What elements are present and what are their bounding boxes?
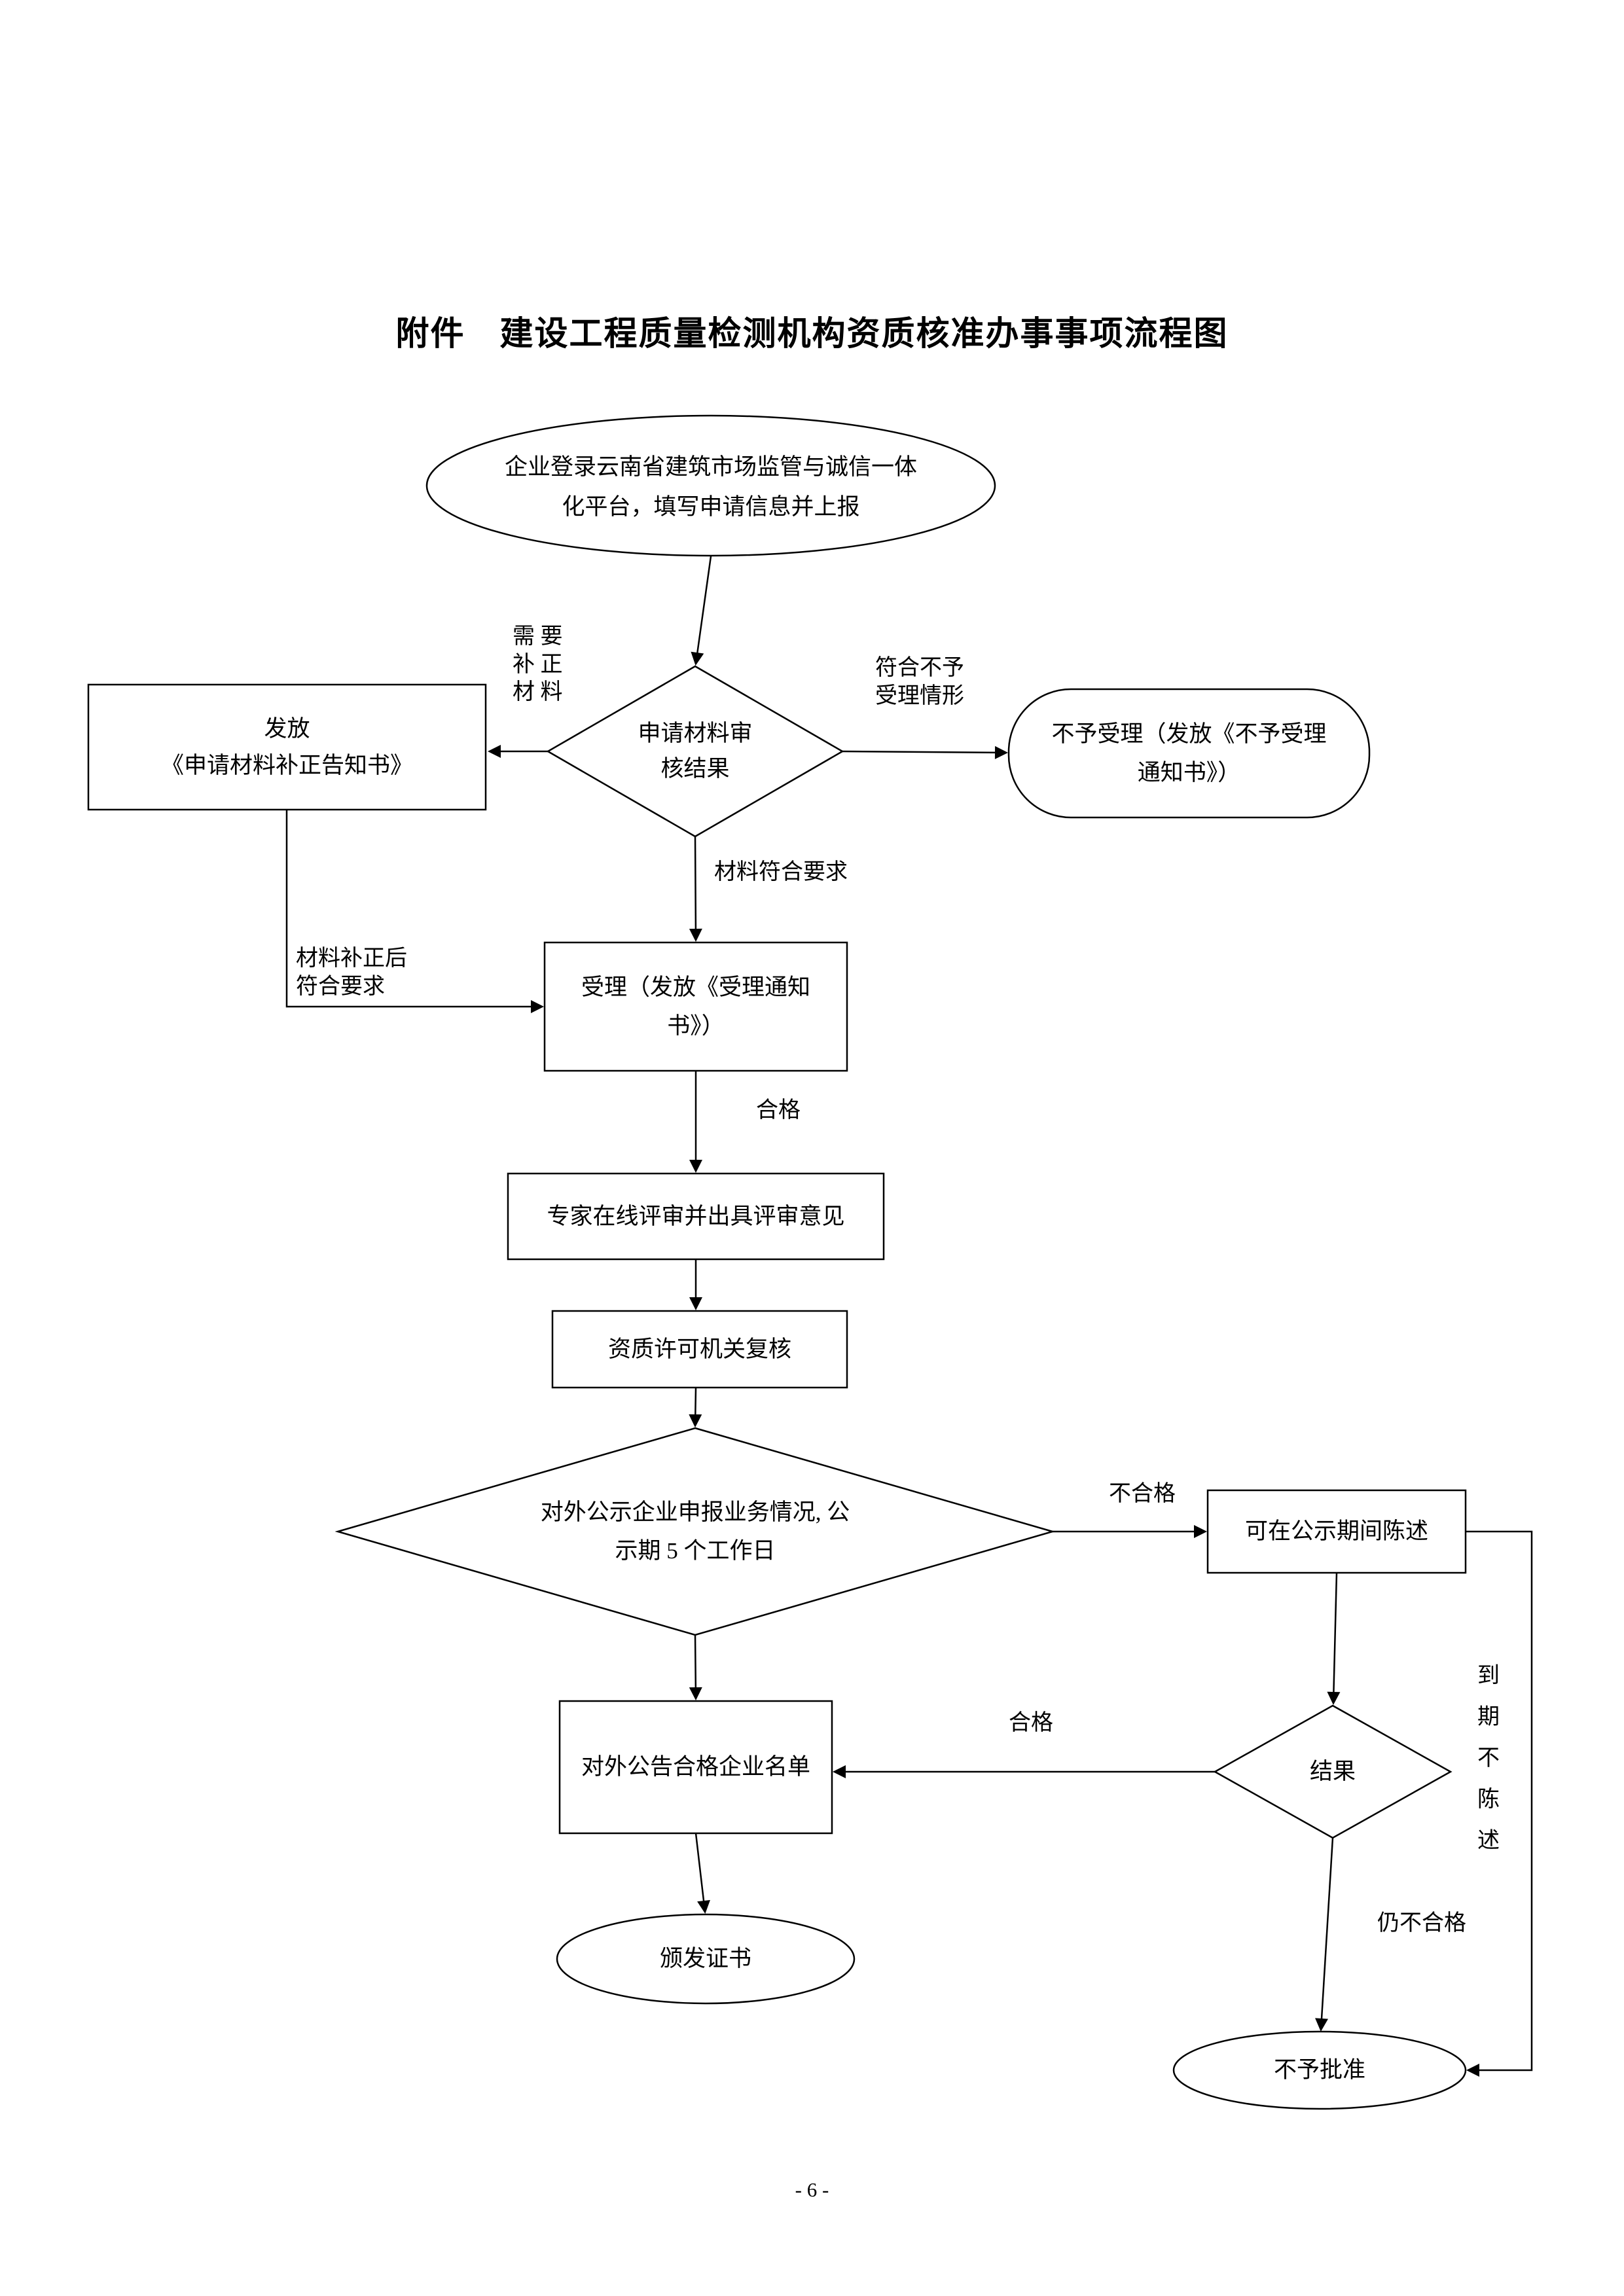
accept-node-shape	[543, 941, 848, 1072]
reject-node-shape	[1007, 688, 1371, 819]
correction-node-text: 发放 《申请材料补正告知书》	[160, 715, 413, 778]
recheck-node-text: 资质许可机关复核	[607, 1336, 791, 1362]
connector-result-to-disapprove	[1315, 1837, 1334, 2032]
announce-node-text: 对外公告合格企业名单	[581, 1754, 810, 1780]
result-node-shape	[1213, 1704, 1453, 1839]
label-unqualified: 不合格	[1109, 1482, 1176, 1506]
decision-node-text: 申请材料审 核结果	[638, 720, 753, 781]
connector-decision-to-accept	[689, 836, 702, 942]
connector-publicity-to-announce	[689, 1634, 702, 1700]
label-after-correction: 材料补正后 符合要求	[296, 946, 407, 999]
statement-node-text: 可在公示期间陈述	[1244, 1518, 1428, 1545]
announce-node-shape	[558, 1700, 833, 1835]
expert-node-shape	[507, 1172, 885, 1261]
result-node-text: 结果	[1309, 1759, 1356, 1785]
correction-node-shape	[87, 683, 487, 811]
connector-statement-to-disapprove	[1466, 1530, 1533, 2077]
publicity-node-shape	[334, 1427, 1056, 1636]
connector-announce-to-certificate	[695, 1833, 710, 1914]
page-number: - 6 -	[795, 2178, 829, 2201]
statement-node-shape	[1206, 1489, 1467, 1574]
certificate-node-shape	[556, 1913, 856, 2005]
label-need-correction: 需 要 补 正 材 料	[513, 624, 563, 704]
connector-recheck-to-publicity	[689, 1387, 702, 1427]
reject-node-text: 不予受理（发放《不予受理 通知书》）	[1051, 721, 1327, 786]
label-expire-no-statement: 到 期 不 陈 述	[1477, 1664, 1500, 1853]
label-qualified-result: 合格	[1009, 1711, 1053, 1735]
publicity-node-text: 对外公示企业申报业务情况, 公 示期 5 个工作日	[540, 1499, 850, 1564]
disapprove-node-shape	[1172, 2030, 1467, 2110]
recheck-node-shape	[551, 1310, 848, 1389]
label-material-ok: 材料符合要求	[714, 860, 848, 884]
label-still-unqualified: 仍不合格	[1377, 1911, 1466, 1935]
decision-node-shape	[546, 665, 844, 838]
connector-statement-to-result	[1327, 1572, 1341, 1705]
disapprove-node-text: 不予批准	[1273, 2057, 1365, 2083]
start-node-text: 企业登录云南省建筑市场监管与诚信一体 化平台，填写申请信息并上报	[504, 454, 917, 520]
flowchart-title: 附件 建设工程质量检测机构资质核准办事事项流程图	[395, 315, 1229, 352]
connector-correction-to-accept	[285, 810, 544, 1013]
expert-node-text: 专家在线评审并出具评审意见	[547, 1203, 845, 1229]
label-qualified-accept: 合格	[756, 1098, 801, 1122]
connector-decision-to-reject	[842, 745, 1008, 759]
accept-node-text: 受理（发放《受理通知 书》）	[581, 974, 810, 1039]
label-not-accept-case: 符合不予 受理情形	[875, 656, 964, 708]
connector-start-to-decision	[691, 556, 712, 666]
certificate-node-text: 颁发证书	[659, 1946, 751, 1972]
start-node-shape	[425, 414, 996, 557]
